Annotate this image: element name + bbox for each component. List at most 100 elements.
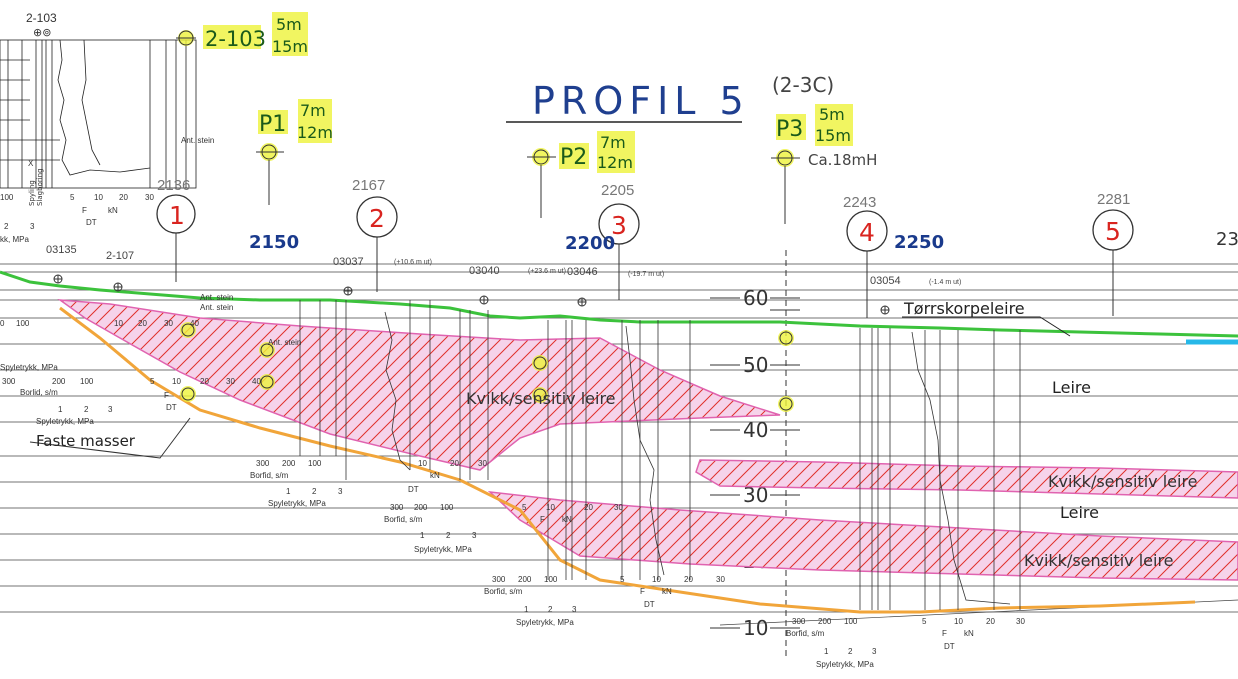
code-03040-offset: (+23.6 m ut) (528, 268, 566, 275)
b5-spyle-label: Spyletrykk, MPa (816, 660, 874, 669)
b1-f20: 20 (200, 377, 209, 386)
b1-f5: 5 (150, 377, 155, 386)
b2-borfid-300: 300 (256, 459, 270, 468)
b5-f: F (942, 629, 947, 638)
code-03037: 03037 (333, 256, 364, 268)
layer-quick-upper-right-label: Kvikk/sensitiv leire (1048, 472, 1198, 491)
b2-borfid-label: Borfid, s/m (250, 471, 289, 480)
borehole-3: 2205 3 (598, 182, 640, 300)
b4-borfid-100: 100 (544, 575, 558, 584)
piezometer-p3-label: P3 (776, 117, 803, 142)
code-03037-offset: (+10.6 m ut) (394, 259, 432, 266)
left-tick-30: 30 (145, 193, 154, 202)
piezometer-p2-top: 7m (600, 133, 626, 152)
code-03040: 03040 (469, 265, 500, 277)
b5-borfid-300: 300 (792, 617, 806, 626)
b2-spyle-1: 1 (286, 487, 291, 496)
b4-spyle-1: 1 (524, 605, 529, 614)
b5-spyle-1: 1 (824, 647, 829, 656)
left-tick-20: 20 (119, 193, 128, 202)
b4-dt: DT (644, 600, 655, 609)
borehole-5-id: 2281 (1097, 191, 1130, 208)
piezometer-p3-top: 5m (819, 105, 845, 124)
borehole-2: 2167 2 (352, 177, 398, 292)
b1-spyle-lower: Spyletrykk, MPa (36, 417, 94, 426)
b1-tick-200: 200 (52, 377, 66, 386)
faste-masser-leader (29, 417, 191, 459)
piezometer-p1: P1 7m 12m (256, 99, 333, 205)
b1-tick-100b: 100 (80, 377, 94, 386)
b5-kn: kN (964, 629, 974, 638)
piezometer-p2-bottom: 12m (597, 153, 633, 172)
piezometer-2-103-label: 2-103 (205, 27, 266, 51)
code-03046: 03046 (567, 266, 598, 278)
b3-spyle-label: Spyletrykk, MPa (414, 545, 472, 554)
b2-spyle-label: Spyletrykk, MPa (268, 499, 326, 508)
borehole-2-id: 2167 (352, 177, 385, 194)
borehole-2-number: 2 (369, 204, 385, 233)
b3-kn: kN (562, 515, 572, 524)
left-tick-100: 100 (0, 193, 14, 202)
piezometer-2-103-top: 5m (276, 15, 302, 34)
b3-borfid-100: 100 (440, 503, 454, 512)
layer-quick-lower-right-label: Kvikk/sensitiv leire (1024, 551, 1174, 570)
b5-borfid-label: Borfid, s/m (786, 629, 825, 638)
borehole-3-id: 2205 (601, 182, 634, 199)
b1-borlid: Borlid, s/m (20, 388, 58, 397)
left-borehole-log-inset (0, 39, 197, 189)
firm-ground-line (59, 306, 1196, 614)
b3-spyle-3: 3 (472, 531, 477, 540)
b2-spyle-2: 2 (312, 487, 317, 496)
b3-borfid-label: Borfid, s/m (384, 515, 423, 524)
layer-firm-label: Faste masser (36, 432, 136, 450)
left-x-label: X (28, 159, 34, 168)
elevation-40: 40 (743, 418, 768, 442)
b5-f-5: 5 (922, 617, 927, 626)
left-ant-stein: Ant. stein (181, 136, 214, 145)
b3-f-5: 5 (522, 503, 527, 512)
sounding-symbols (53, 274, 890, 315)
layer-crust-label: Tørrskorpeleire (903, 299, 1025, 318)
b2-dt: DT (408, 485, 419, 494)
b1-tick-300: 300 (2, 377, 16, 386)
piezometer-2-103-bottom: 15m (272, 37, 308, 56)
borehole-5-number: 5 (1105, 217, 1121, 246)
chainage-2200: 2200 (565, 233, 615, 254)
b3-f-10: 10 (546, 503, 555, 512)
profile-title: PROFIL 5 (532, 79, 750, 123)
left-tick-3: 3 (30, 222, 35, 231)
b4-f: F (640, 587, 645, 596)
b1-f30: 30 (226, 377, 235, 386)
b4-f-30: 30 (716, 575, 725, 584)
b1-f10: 10 (172, 377, 181, 386)
b3-borfid-300: 300 (390, 503, 404, 512)
elevation-50: 50 (743, 353, 768, 377)
left-slagboring-label: Slagboring (36, 168, 44, 206)
b1-tick-100: 100 (16, 319, 30, 328)
b3-borfid-200: 200 (414, 503, 428, 512)
code-03054: 03054 (870, 275, 901, 287)
b5-f-20: 20 (986, 617, 995, 626)
borehole-3-number: 3 (611, 211, 627, 240)
borehole-4-id: 2243 (843, 194, 876, 211)
left-borehole-symbols: ⊕⊚ (33, 26, 51, 39)
b2-borfid-200: 200 (282, 459, 296, 468)
b2-f-20: 20 (450, 459, 459, 468)
left-f-label: F (82, 206, 87, 215)
piezometer-p3: P3 5m 15m Ca.18mH (771, 104, 877, 224)
b4-borfid-200: 200 (518, 575, 532, 584)
b1-ant-stein-1: Ant. stein (200, 293, 233, 302)
piezometer-p1-bottom: 12m (297, 123, 333, 142)
b3-spyle-2: 2 (446, 531, 451, 540)
b1-t3: 3 (108, 405, 113, 414)
b1-t2: 2 (84, 405, 89, 414)
b1-ant-stein-3: Ant. stein (268, 338, 301, 347)
b1-dt: DT (166, 403, 177, 412)
piezometer-p1-top: 7m (300, 101, 326, 120)
terrain-line (0, 270, 1238, 338)
left-name-lower: 2-107 (106, 250, 134, 262)
elevation-10: 10 (743, 616, 768, 640)
b3-f-20: 20 (584, 503, 593, 512)
